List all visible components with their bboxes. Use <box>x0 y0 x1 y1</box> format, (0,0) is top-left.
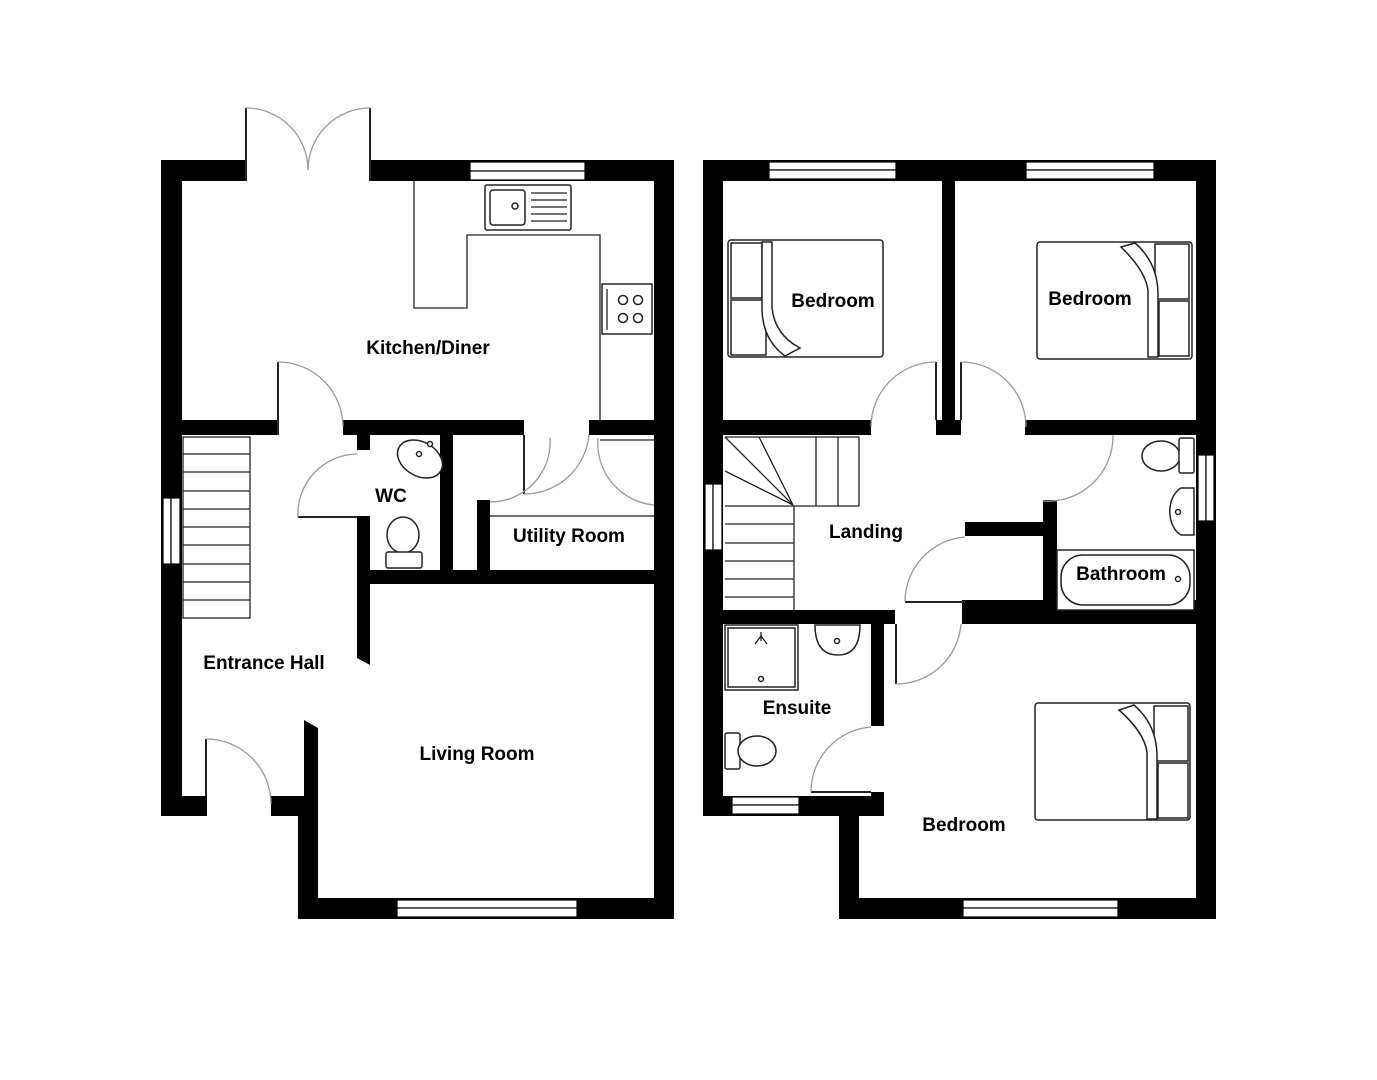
window <box>396 899 578 918</box>
room-label-wc: WC <box>375 486 407 507</box>
door <box>870 361 937 428</box>
ensuite-fittings <box>724 624 861 770</box>
window <box>962 899 1119 918</box>
door <box>205 738 272 805</box>
room-label-bathroom: Bathroom <box>1076 564 1166 585</box>
bed <box>1036 241 1193 360</box>
staircase <box>724 436 860 610</box>
window <box>469 161 586 181</box>
kitchen-units <box>413 181 653 420</box>
room-label-entrance-hall: Entrance Hall <box>203 653 325 674</box>
ground-floor <box>161 107 674 919</box>
room-label-bedroom-2: Bedroom <box>1048 289 1132 310</box>
window <box>731 796 800 815</box>
room-label-living-room: Living Room <box>419 744 535 765</box>
wc-fittings <box>385 439 444 569</box>
door <box>960 361 1027 428</box>
door <box>489 434 655 517</box>
room-label-kitchen: Kitchen/Diner <box>366 338 490 359</box>
bed <box>727 239 884 358</box>
door <box>297 453 358 518</box>
staircase <box>182 436 251 619</box>
room-label-landing: Landing <box>829 522 903 543</box>
door <box>810 726 872 793</box>
room-label-ensuite: Ensuite <box>762 698 832 719</box>
room-label-utility: Utility Room <box>513 526 625 547</box>
bed <box>1034 702 1191 821</box>
window <box>1197 454 1215 522</box>
door <box>1042 434 1114 502</box>
window <box>1025 161 1155 180</box>
french-doors <box>245 107 371 181</box>
bathroom-fittings <box>1056 437 1195 611</box>
room-label-bedroom-1: Bedroom <box>791 291 875 312</box>
door <box>904 536 966 603</box>
window <box>162 497 181 565</box>
window <box>768 161 897 180</box>
window <box>704 483 723 551</box>
door <box>277 361 344 435</box>
room-label-bedroom-3: Bedroom <box>922 815 1006 836</box>
first-floor <box>703 160 1216 919</box>
door <box>895 623 962 685</box>
